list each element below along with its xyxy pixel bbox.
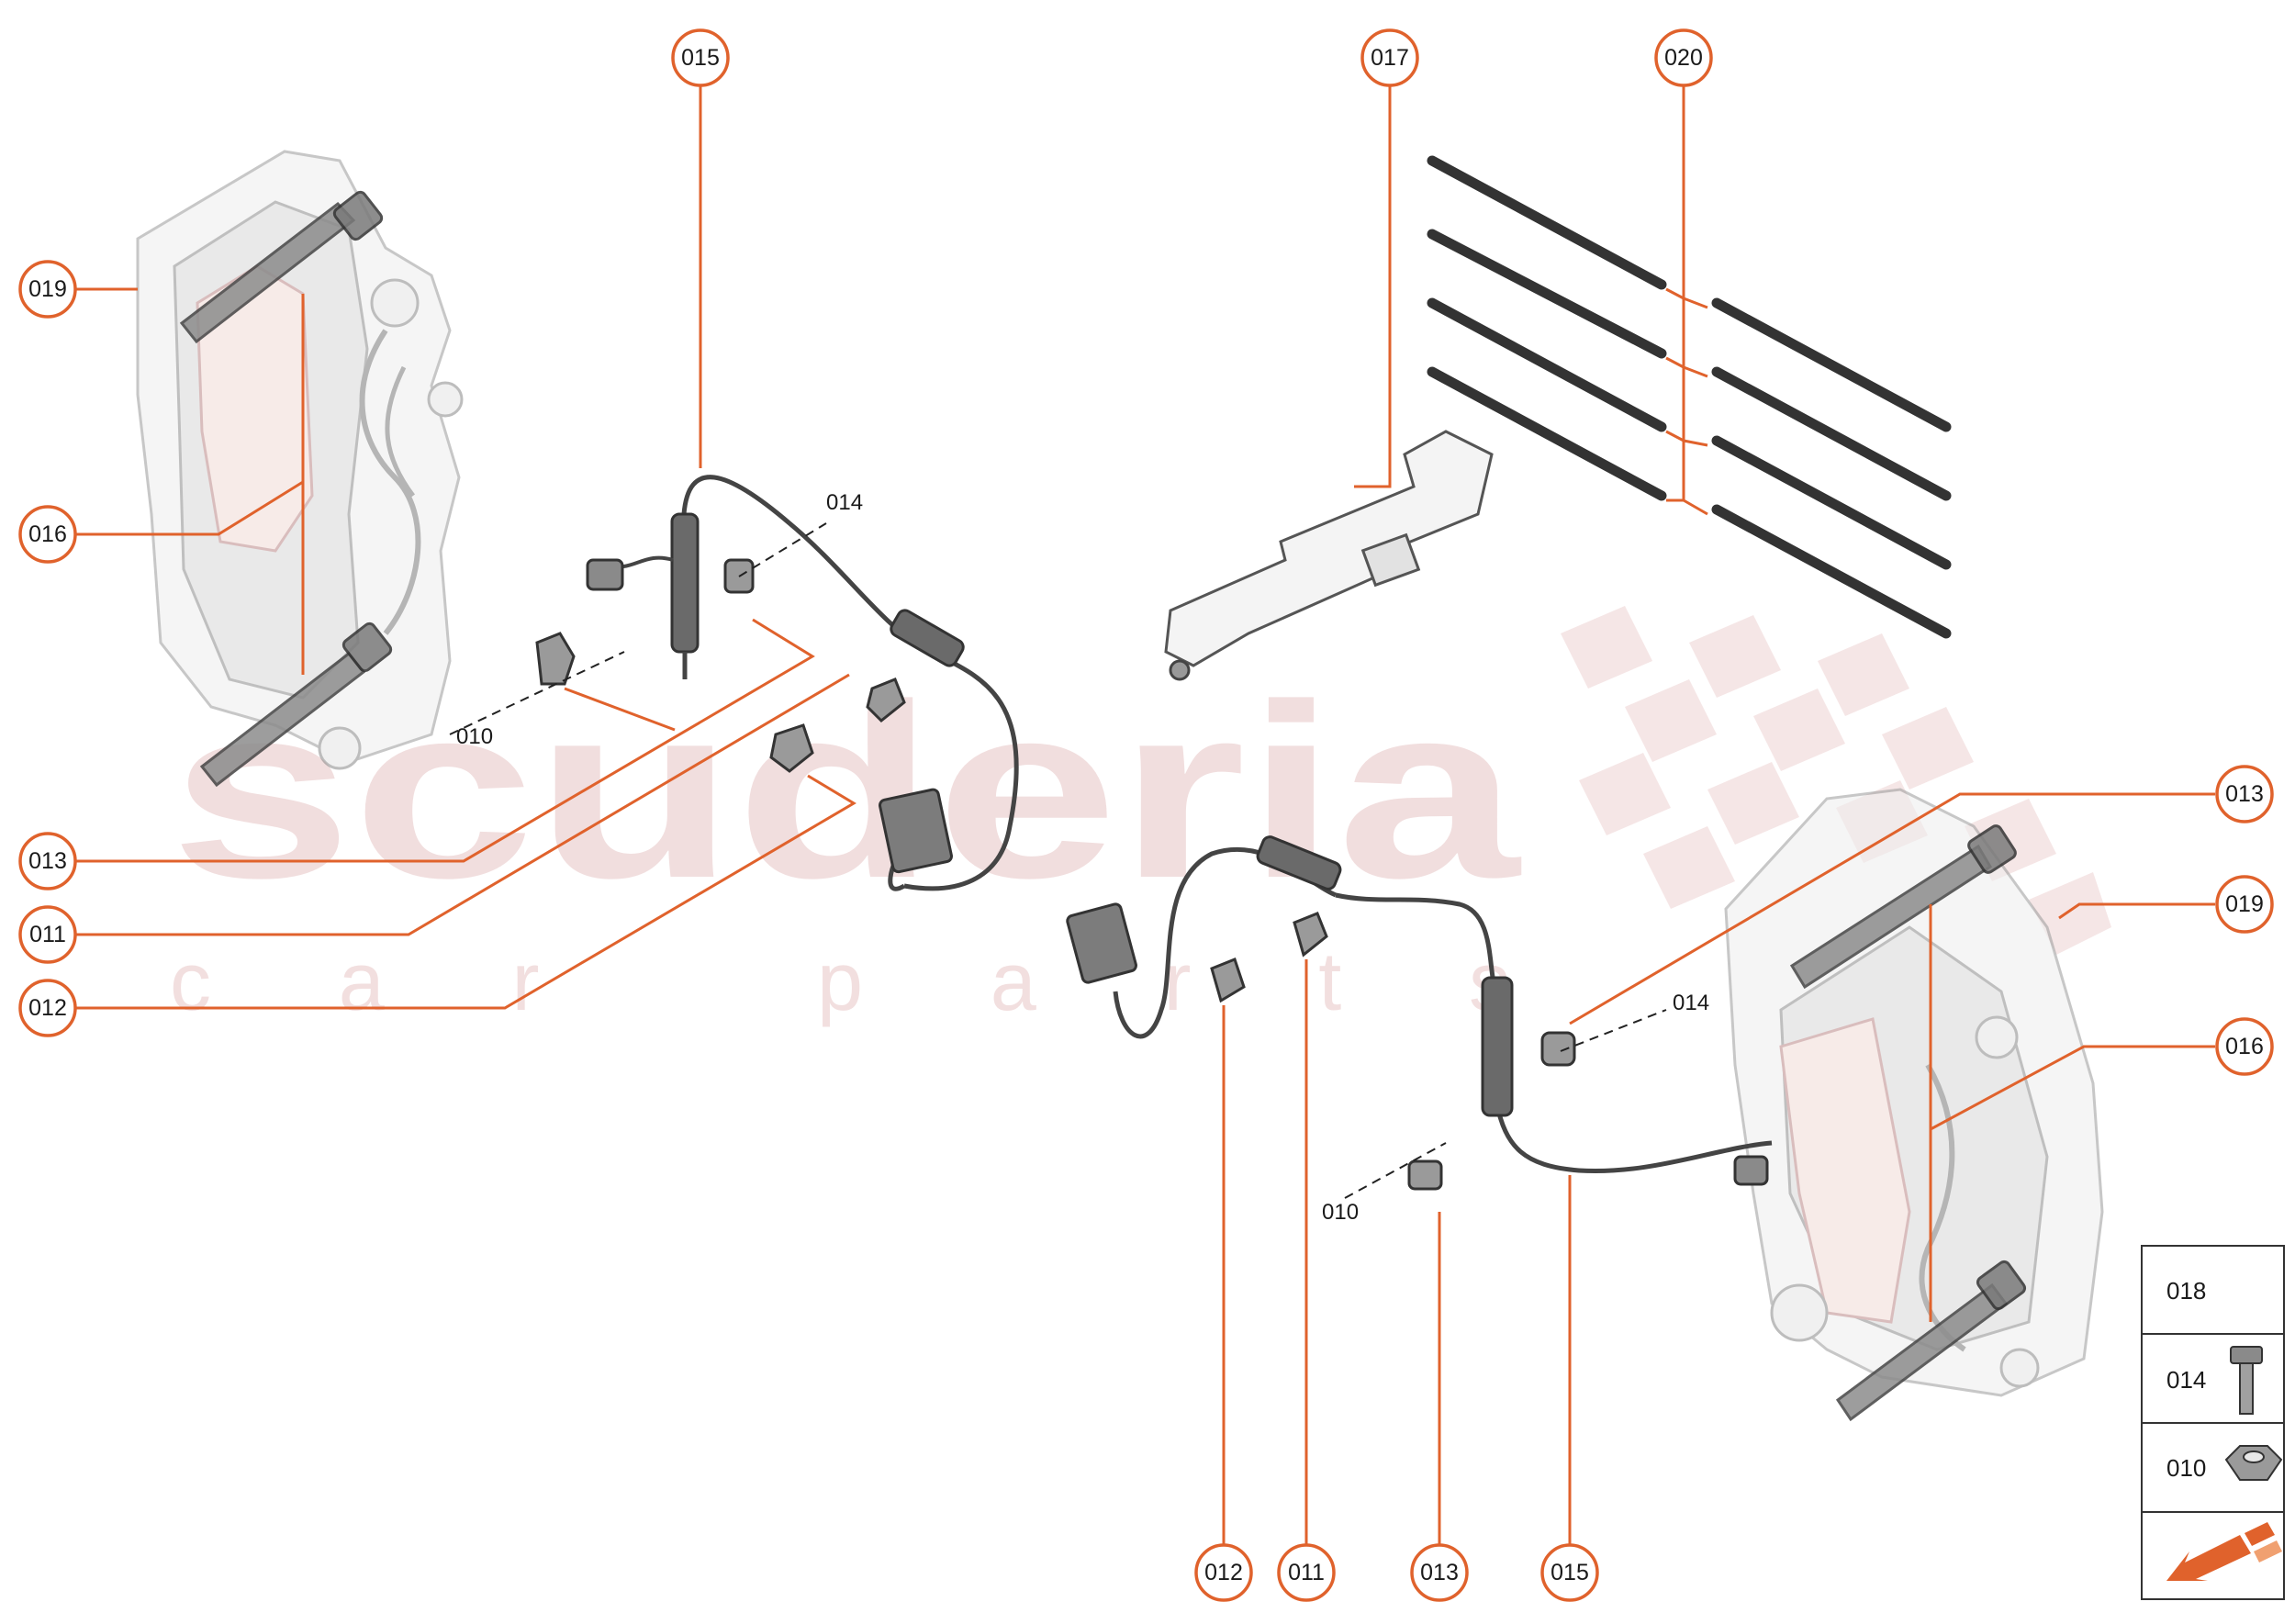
callout-017: 017 [1360, 28, 1419, 87]
retaining-pins [1427, 155, 1952, 639]
callout-020-label: 020 [1664, 45, 1703, 71]
callout-015-bottom-label: 015 [1551, 1560, 1589, 1585]
callout-016-right: 016 [2215, 1017, 2274, 1076]
small-hardware [535, 558, 1576, 1191]
right-caliper-bolts [1789, 824, 2027, 1422]
callout-019-right-label: 019 [2225, 891, 2264, 917]
nut-icon [2224, 1445, 2283, 1481]
callout-012-left: 012 [18, 979, 77, 1037]
callout-015-top-label: 015 [681, 45, 720, 71]
bolt-icon [2230, 1346, 2263, 1415]
callout-012-bottom: 012 [1194, 1543, 1253, 1602]
callouts: 015 017 020 019 016 013 011 012 [18, 28, 2274, 1602]
label-014-right: 014 [1673, 991, 1709, 1015]
callout-013-left: 013 [18, 832, 77, 890]
parts-legend: 018 014 010 [2141, 1245, 2285, 1600]
callout-016-left: 016 [18, 505, 77, 564]
callout-011-left: 011 [18, 905, 77, 964]
callout-016-left-label: 016 [28, 521, 67, 547]
callout-019-left: 019 [18, 260, 77, 319]
callout-013-right: 013 [2215, 765, 2274, 823]
right-brake-caliper [1724, 788, 2104, 1397]
callout-012-left-label: 012 [28, 995, 67, 1021]
label-010-left: 010 [456, 724, 493, 749]
legend-row-018-label: 018 [2166, 1277, 2206, 1305]
callout-011-bottom: 011 [1277, 1543, 1336, 1602]
callout-011-left-label: 011 [29, 922, 66, 947]
direction-arrow-icon [2166, 1522, 2282, 1581]
callout-013-right-label: 013 [2225, 781, 2264, 807]
callout-011-bottom-label: 011 [1288, 1560, 1325, 1585]
right-wear-sensor-cable [1066, 835, 1773, 1186]
label-014-left: 014 [826, 490, 863, 515]
left-caliper-bolts [179, 190, 393, 788]
callout-015-bottom: 015 [1540, 1543, 1599, 1602]
label-010-right: 010 [1322, 1200, 1359, 1225]
legend-row-010-label: 010 [2166, 1454, 2206, 1482]
plain-labels: 014 010 014 010 [456, 490, 1709, 1225]
pad-spring-clip [1164, 430, 1494, 681]
callout-019-left-label: 019 [28, 276, 67, 302]
callout-015-top: 015 [671, 28, 730, 87]
legend-row-014-label: 014 [2166, 1366, 2206, 1394]
callout-020: 020 [1654, 28, 1713, 87]
leader-lines [75, 86, 2215, 1551]
callout-016-right-label: 016 [2225, 1034, 2264, 1059]
callout-017-label: 017 [1371, 45, 1409, 71]
callout-019-right: 019 [2215, 875, 2274, 934]
left-wear-sensor-cable [586, 475, 1019, 891]
callout-012-bottom-label: 012 [1204, 1560, 1243, 1585]
callout-013-left-label: 013 [28, 848, 67, 874]
fastener-axis-lines [449, 522, 1667, 1199]
callout-013-bottom-label: 013 [1420, 1560, 1459, 1585]
callout-013-bottom: 013 [1410, 1543, 1469, 1602]
